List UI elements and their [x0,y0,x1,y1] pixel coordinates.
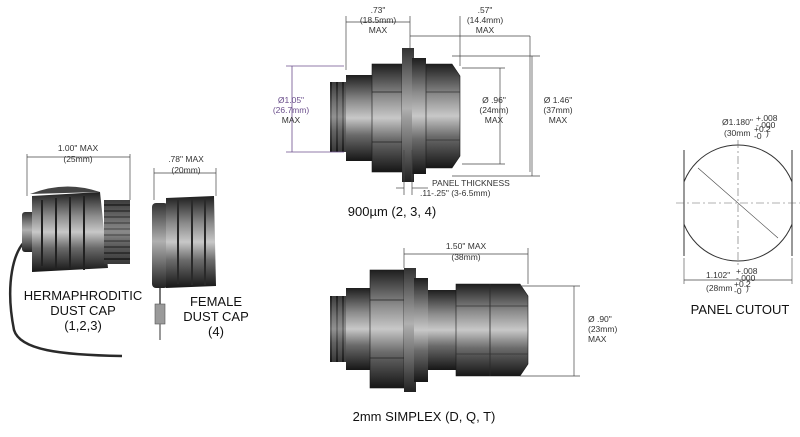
dim-146-mm: (37mm) [543,105,572,115]
cutout-dia-tol-up: +.008 [756,113,778,123]
connector-900um-drawing [330,48,461,182]
panel-cutout-drawing [676,140,800,284]
panel-thickness-value: .11-.25" (3-6.5mm) [420,188,491,198]
cutout-width-tol-dn: -.000 [736,273,756,283]
hermaphroditic-dust-cap-drawing [9,186,130,358]
cutout-dia-mm-close: ) [766,128,769,138]
dim-073-mm: (18.5mm) [360,15,397,25]
simplex-label: 2mm SIMPLEX (D, Q, T) [353,409,496,424]
female-label-2: DUST CAP [183,309,249,324]
cutout-dia-inch: Ø1.180" [722,117,753,127]
dim-herm-mm: (25mm) [63,154,92,164]
female-label-1: FEMALE [190,294,242,309]
dim-057-max: MAX [476,25,495,35]
dim-146-max: MAX [549,115,568,125]
cutout-width-mm-up: +0.2 [734,279,751,289]
cutout-width-mm: (28mm [706,283,732,293]
cutout-dia-mm-up: +0.2 [754,124,771,134]
dim-090-mm: (23mm) [588,324,617,334]
connector-simplex-drawing [330,268,529,392]
dim-057-inch: .57" [478,5,493,15]
dim-146-inch: Ø 1.46" [544,95,573,105]
cutout-width-mm-close: ) [746,283,749,293]
dim-herm-length [26,154,131,200]
dim-090-max: MAX [588,334,607,344]
herm-label-1: HERMAPHRODITIC [24,288,142,303]
cutout-width-inch: 1.102" [706,270,730,280]
dim-900um-lines [345,16,540,195]
um900-label: 900µm (2, 3, 4) [348,204,436,219]
cutout-width-mm-dn: -0 [734,286,742,296]
dim-073-inch: .73" [371,5,386,15]
dim-090-inch: Ø .90" [588,314,612,324]
dim-057-mm: (14.4mm) [467,15,504,25]
dim-096-mm: (24mm) [479,105,508,115]
dim-female-mm: (20mm) [171,165,200,175]
herm-label-2: DUST CAP [50,303,116,318]
cutout-dia-mm: (30mm [724,128,750,138]
dim-096-inch: Ø .96" [482,95,506,105]
dim-105-max: MAX [282,115,301,125]
dim-105-lines [286,65,344,153]
dim-150-mm: (38mm) [451,252,480,262]
panel-cutout-label: PANEL CUTOUT [691,302,790,317]
panel-thickness-label: PANEL THICKNESS [432,178,510,188]
dim-073-max: MAX [369,25,388,35]
cutout-dia-tol-dn: -.000 [756,120,776,130]
dim-105-inch: Ø1.05" [278,95,304,105]
dim-150-inch: 1.50" MAX [446,241,487,251]
herm-label-3: (1,2,3) [64,318,102,333]
dim-simplex-lines [403,248,580,377]
dim-female-length [153,168,217,200]
dim-herm-inch: 1.00" MAX [58,143,99,153]
dim-096-max: MAX [485,115,504,125]
female-dust-cap-drawing [152,196,216,340]
dim-105-mm: (26.7mm) [273,105,310,115]
cutout-width-tol-up: +.008 [736,266,758,276]
female-label-3: (4) [208,324,224,339]
cutout-dia-mm-dn: -0 [754,131,762,141]
dim-female-inch: .78" MAX [168,154,204,164]
